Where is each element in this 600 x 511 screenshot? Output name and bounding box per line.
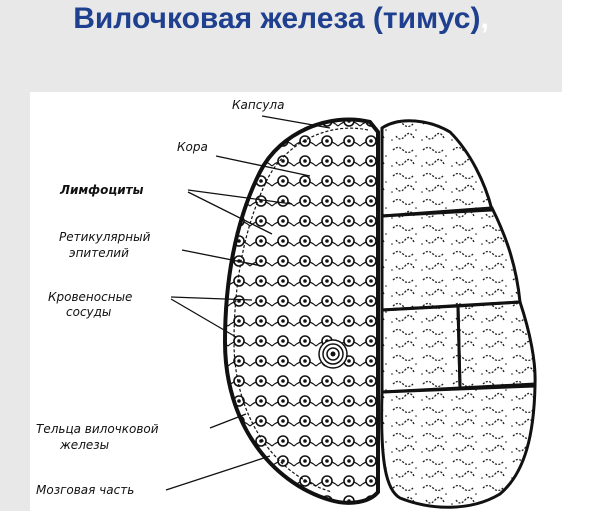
label-reticular-epithelium-1: Ретикулярный bbox=[59, 230, 151, 244]
left-lobe-histology bbox=[222, 117, 380, 505]
label-thymic-bodies-2: железы bbox=[60, 438, 110, 452]
title-trailing-mark: , bbox=[480, 2, 489, 35]
hassall-corpuscle bbox=[318, 339, 348, 369]
right-lobe-lobules bbox=[380, 119, 537, 509]
label-reticular-epithelium-2: эпителий bbox=[69, 246, 129, 260]
label-cortex: Кора bbox=[177, 140, 208, 154]
slide-title: Вилочковая железа (тимус), bbox=[0, 2, 562, 36]
title-text: Вилочковая железа (тимус) bbox=[73, 2, 481, 35]
label-medulla: Мозговая часть bbox=[36, 483, 135, 497]
thymus-diagram: Капсула Кора Лимфоциты Ретикулярный эпит… bbox=[30, 92, 562, 511]
label-lymphocytes: Лимфоциты bbox=[60, 183, 144, 197]
leader-lines bbox=[165, 115, 331, 491]
label-blood-vessels-1: Кровеносные bbox=[48, 290, 133, 304]
thymus-illustration bbox=[165, 115, 537, 509]
label-capsule: Капсула bbox=[232, 98, 285, 112]
label-blood-vessels-2: сосуды bbox=[66, 305, 112, 319]
label-thymic-bodies-1: Тельца вилочковой bbox=[36, 422, 159, 436]
